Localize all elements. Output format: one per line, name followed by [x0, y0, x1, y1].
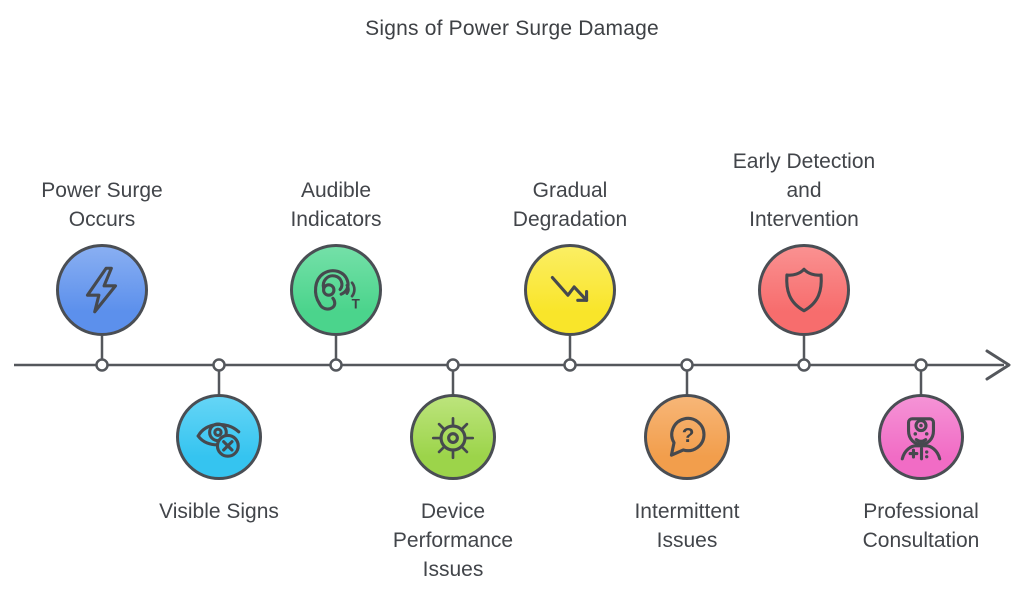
- indicator-wheel-icon: [431, 416, 475, 460]
- node-circle-audible-indicators: T: [290, 244, 382, 336]
- doctor-icon: [900, 417, 942, 461]
- ear-sound-icon: T: [313, 269, 361, 312]
- node-label-early-detection-and-intervention: Early Detection and Intervention: [732, 150, 876, 231]
- node-circle-gradual-degradation: [524, 244, 616, 336]
- node-circle-device-performance-issues: [410, 394, 496, 480]
- timeline-dot: [563, 358, 577, 372]
- arrowhead-icon: [985, 349, 1011, 381]
- node-label-gradual-degradation: Gradual Degradation: [512, 179, 628, 231]
- node-label-intermittent-issues: Intermittent Issues: [634, 500, 740, 552]
- svg-text:T: T: [352, 297, 361, 312]
- timeline-dot: [446, 358, 460, 372]
- node-label-professional-consultation: Professional Consultation: [862, 500, 980, 552]
- node-circle-professional-consultation: [878, 394, 964, 480]
- node-label-audible-indicators: Audible Indicators: [290, 179, 382, 231]
- node-circle-intermittent-issues: ?: [644, 394, 730, 480]
- svg-text:?: ?: [682, 424, 695, 447]
- node-label-power-surge-occurs: Power Surge Occurs: [41, 179, 163, 231]
- node-circle-power-surge-occurs: [56, 244, 148, 336]
- timeline-dot: [797, 358, 811, 372]
- node-label-device-performance-issues: Device Performance Issues: [392, 500, 514, 581]
- shield-icon: [785, 267, 823, 313]
- page-title: Signs of Power Surge Damage: [365, 17, 659, 40]
- node-circle-visible-signs: [176, 394, 262, 480]
- trend-down-icon: [550, 276, 589, 302]
- timeline-dot: [329, 358, 343, 372]
- timeline-dot: [95, 358, 109, 372]
- timeline-dot: [212, 358, 226, 372]
- node-circle-early-detection-and-intervention: [758, 244, 850, 336]
- node-label-visible-signs: Visible Signs: [159, 500, 279, 523]
- lightning-bolt-icon: [85, 266, 118, 314]
- timeline-dot: [914, 358, 928, 372]
- question-bubble-icon: ?: [669, 416, 706, 457]
- eye-crossed-icon: [196, 422, 241, 458]
- timeline-dot: [680, 358, 694, 372]
